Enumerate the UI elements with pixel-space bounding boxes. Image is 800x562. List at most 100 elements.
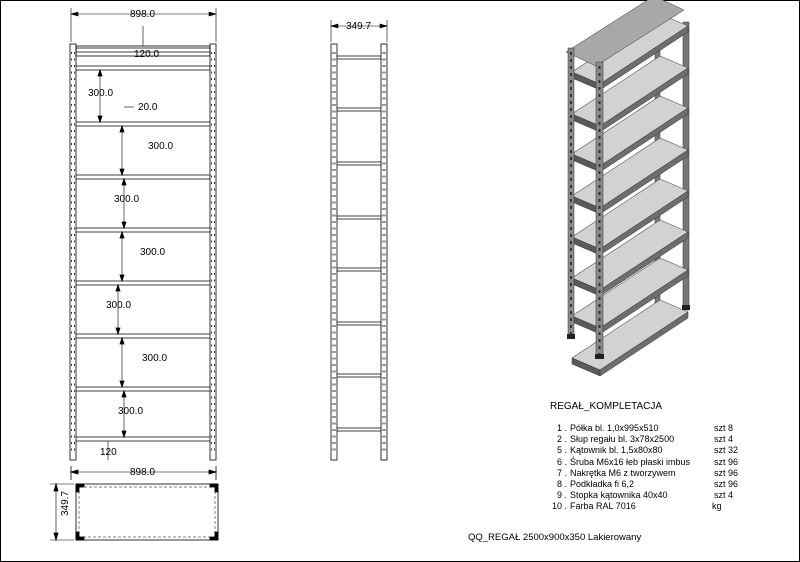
- iso-post-hole: [570, 220, 572, 223]
- bom-item-quantity: szt 96: [714, 467, 739, 478]
- iso-post-hole: [570, 262, 572, 265]
- iso-post-hole: [570, 269, 572, 272]
- iso-post-hole: [598, 255, 601, 258]
- arrow-head: [115, 327, 121, 336]
- iso-post-hole: [598, 213, 601, 216]
- drawing-title: QQ_REGAŁ 2500x900x350 Lakierowany: [468, 532, 642, 543]
- iso-post-hole: [570, 304, 572, 307]
- iso-post-hole: [570, 164, 572, 167]
- iso-shelf-front: [599, 311, 689, 377]
- iso-post-hole: [598, 87, 601, 90]
- iso-post-hole: [570, 311, 572, 314]
- iso-post-hole: [598, 192, 601, 195]
- front-width-label: 898.0: [130, 9, 155, 20]
- plan-width-label: 898.0: [130, 467, 155, 478]
- iso-post-hole: [570, 101, 572, 104]
- iso-post-hole: [598, 157, 601, 160]
- iso-post-hole: [598, 150, 601, 153]
- bom-item-number: 5 .: [557, 445, 568, 456]
- front-width-dimension: [69, 8, 218, 42]
- bom-item-name: Farba RAL 7016: [570, 501, 636, 512]
- bom-item-number: 1 .: [557, 423, 568, 433]
- iso-post-hole: [570, 87, 572, 90]
- side-post: [380, 43, 388, 461]
- bom-item-name: Śruba M6x16 łeb płaski imbus: [570, 456, 691, 467]
- iso-foot: [595, 354, 604, 359]
- shelf-spacing-label-3: 300.0: [114, 194, 139, 205]
- iso-post-hole: [570, 80, 572, 83]
- iso-post-hole: [570, 66, 572, 69]
- bom-item-quantity: szt 96: [714, 456, 739, 467]
- shelf-spacing-label-4: 300.0: [140, 247, 165, 258]
- iso-post-hole: [598, 199, 601, 202]
- iso-post-hole: [570, 115, 572, 118]
- front-post: [209, 43, 217, 461]
- bom-item-name: Kątownik bl. 1,5x80x80: [570, 445, 663, 456]
- iso-post-hole: [598, 283, 601, 286]
- iso-post-hole: [598, 164, 601, 167]
- iso-post-hole: [570, 325, 572, 328]
- arrow-head: [119, 274, 125, 283]
- bom-item-quantity: szt 32: [714, 445, 739, 456]
- arrow-head: [121, 389, 127, 398]
- iso-post-hole: [570, 290, 572, 293]
- iso-post-hole: [598, 332, 601, 335]
- iso-post-hole: [570, 297, 572, 300]
- small-offset-label: 20.0: [138, 102, 158, 113]
- iso-post-hole: [598, 290, 601, 293]
- bom-item-number: 8 .: [557, 479, 568, 489]
- iso-post-hole: [570, 213, 572, 216]
- iso-post-hole: [598, 143, 601, 146]
- arrow-head: [119, 336, 125, 345]
- front-post: [69, 43, 77, 461]
- iso-post-hole: [570, 129, 572, 132]
- bom-item-quantity: szt 4: [714, 434, 734, 445]
- iso-post-hole: [598, 73, 601, 76]
- iso-post-hole: [570, 234, 572, 237]
- iso-post-hole: [570, 332, 572, 335]
- iso-post-hole: [570, 150, 572, 153]
- bom-item-name: Półka bl. 1,0x995x510: [570, 423, 659, 433]
- iso-post-hole: [598, 304, 601, 307]
- iso-post-hole: [598, 101, 601, 104]
- arrow-head: [121, 221, 127, 230]
- side-depth-dimension: [329, 20, 389, 42]
- iso-post-hole: [570, 122, 572, 125]
- arrow-head: [119, 380, 125, 389]
- iso-post-hole: [570, 52, 572, 55]
- iso-post-back-right: [682, 21, 690, 311]
- shelf-spacing-label-1: 300.0: [88, 88, 113, 99]
- top-offset-label: 120.0: [134, 49, 159, 60]
- iso-post-hole: [598, 234, 601, 237]
- bom-item-name: Nakrętka M6 z tworzywem: [570, 467, 676, 478]
- iso-post-hole: [598, 269, 601, 272]
- bom-item-name: Słup regału bl. 3x78x2500: [570, 434, 675, 445]
- iso-top-panel: [565, 0, 685, 67]
- bom-title: REGAŁ_KOMPLETACJA: [550, 401, 663, 412]
- iso-post-hole: [598, 346, 601, 349]
- iso-post-hole: [570, 206, 572, 209]
- iso-post-hole: [570, 276, 572, 279]
- iso-post-hole: [570, 318, 572, 321]
- iso-post-hole: [570, 248, 572, 251]
- bom-item-number: 6 .: [557, 456, 568, 467]
- iso-post-hole: [598, 122, 601, 125]
- iso-post-hole: [598, 227, 601, 230]
- bom-item-name: Podkładka fi 6,2: [570, 479, 635, 489]
- iso-post-hole: [570, 108, 572, 111]
- iso-post-hole: [570, 136, 572, 139]
- iso-post-hole: [598, 94, 601, 97]
- bom-item-quantity: szt 8: [714, 423, 734, 433]
- shelf-spacing-label-5: 300.0: [106, 300, 131, 311]
- iso-post-hole: [570, 171, 572, 174]
- bom-item-number: 7 .: [557, 467, 568, 478]
- iso-post-hole: [598, 297, 601, 300]
- iso-post-hole: [598, 311, 601, 314]
- side-post: [330, 43, 338, 461]
- iso-post-hole: [598, 276, 601, 279]
- iso-post-hole: [598, 80, 601, 83]
- arrow-head: [121, 430, 127, 439]
- iso-post-hole: [598, 185, 601, 188]
- plan-depth-label: 349.7: [60, 491, 71, 516]
- bom-item-name: Stopka kątownika 40x40: [570, 490, 668, 501]
